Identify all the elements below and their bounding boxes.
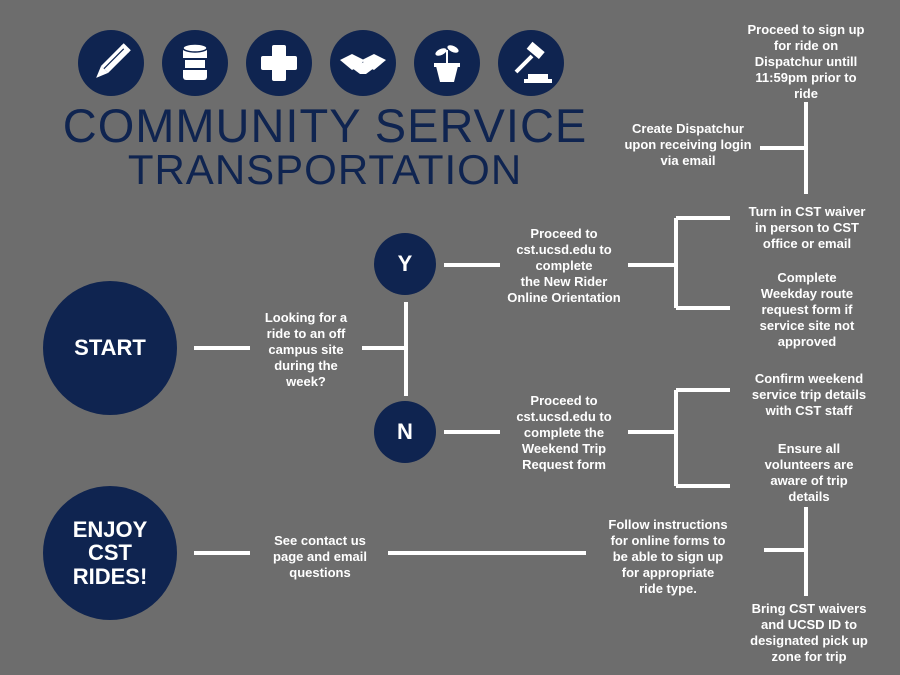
start-node: START	[43, 281, 177, 415]
pencil-icon	[78, 30, 144, 96]
page-title-line2: TRANSPORTATION	[127, 146, 523, 193]
no-node: N	[374, 401, 436, 463]
follow-instructions-text: Follow instructions for online forms to …	[608, 517, 728, 596]
yes-step-text: Proceed to cst.ucsd.edu to complete the …	[507, 226, 621, 305]
can-icon	[162, 30, 228, 96]
plus-icon	[246, 30, 312, 96]
ensure-volunteers-text: Ensure all volunteers are aware of trip …	[764, 441, 854, 504]
no-step-text: Proceed to cst.ucsd.edu to complete the …	[516, 393, 612, 472]
bring-waivers-text: Bring CST waivers and UCSD ID to designa…	[750, 601, 868, 664]
route-form-text: Complete Weekday route request form if s…	[759, 270, 855, 349]
yes-node: Y	[374, 233, 436, 295]
waiver-text: Turn in CST waiver in person to CST offi…	[748, 204, 866, 251]
question-text: Looking for a ride to an off campus site…	[264, 310, 348, 389]
contact-us-text: See contact us page and email questions	[273, 533, 367, 580]
dispatchur-signup-text: Proceed to sign up for ride on Dispatchu…	[747, 22, 865, 101]
gavel-icon	[498, 30, 564, 96]
confirm-weekend-text: Confirm weekend service trip details wit…	[751, 371, 867, 418]
page-title-line1: COMMUNITY SERVICE	[62, 99, 588, 152]
dispatchur-create-text: Create Dispatchur upon receiving login v…	[624, 121, 752, 168]
enjoy-rides-node: ENJOY CST RIDES!	[43, 486, 177, 620]
handshake-icon	[330, 30, 396, 96]
plant-icon	[414, 30, 480, 96]
